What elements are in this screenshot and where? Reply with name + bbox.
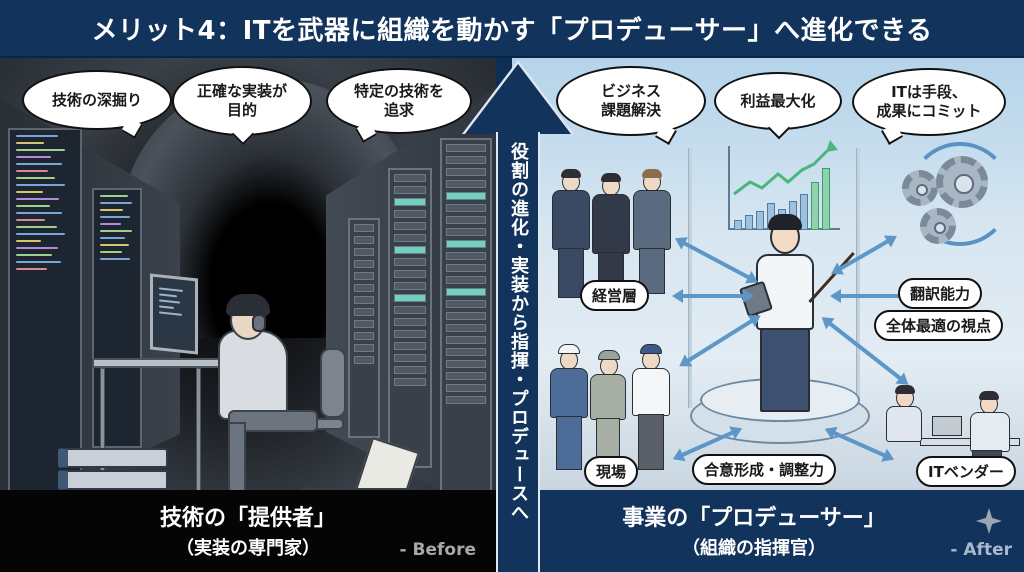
before-role-title: 技術の「提供者」 [159,506,336,531]
desk [92,358,232,368]
gear-icon [920,208,956,244]
speech-bubble: 特定の技術を 追求 [326,68,472,134]
page-title: メリット4：ITを武器に組織を動かす「プロデューサー」へ進化できる [0,0,1024,58]
server-rack [348,218,380,438]
bubble-text: ITは手段、 成果にコミット [876,83,982,120]
after-illustration: 経営層 翻訳能力 全体最適の視点 現場 合意形成・調整力 ITベンダー ビジネス… [540,58,1024,490]
headphones-icon [252,314,266,332]
label-translation: 翻訳能力 [898,278,983,309]
engineer-legs [228,410,318,432]
label-executives: 経営層 [580,280,650,311]
engineer-hair [226,294,270,316]
label-consensus: 合意形成・調整力 [692,454,837,485]
after-role-title: 事業の「プロデューサー」 [622,506,886,531]
bubble-text: ビジネス 課題解決 [600,82,661,119]
after-role-subtitle: （組織の指揮官） [682,538,826,559]
speech-bubble: 利益最大化 [714,72,842,130]
speech-bubble: 技術の深掘り [22,70,172,130]
trend-arrow-icon [733,140,838,196]
bubble-text: 特定の技術を 追求 [353,82,444,119]
after-tag: - After [950,540,1012,560]
label-field: 現場 [584,456,639,487]
engineer [218,330,288,420]
connection-arrow-icon [684,317,755,364]
before-tag: - Before [399,540,476,560]
window-frame [688,148,692,408]
gear-icon [902,170,938,206]
monitor [150,273,198,355]
server-rack [388,168,432,468]
bubble-text: 利益最大化 [740,91,816,110]
gear-icon [936,156,988,208]
evolution-arrow-shaft [496,132,540,572]
connection-arrow-icon [831,430,888,459]
before-caption: 技術の「提供者」 （実装の専門家） - Before [0,490,496,572]
chair [320,348,346,418]
connection-arrow-icon [830,289,912,303]
speech-bubble: 正確な実装が 目的 [172,66,312,136]
connection-arrow-icon [672,289,754,303]
bubble-text: 技術の深掘り [51,90,142,109]
evolution-label: 役割の進化・実装から指揮・プロデュースへ [508,142,529,522]
connection-arrow-icon [837,238,891,272]
speech-bubble: ビジネス 課題解決 [556,66,706,136]
bubble-text: 正確な実装が 目的 [196,82,287,119]
cycle-arrow-icon [908,142,1012,246]
label-vendor: ITベンダー [916,456,1016,487]
laptop-icon [932,416,962,436]
before-role-subtitle: （実装の専門家） [176,538,320,559]
producer-hair [768,214,802,230]
label-holistic: 全体最適の視点 [874,310,1004,341]
after-caption: 事業の「プロデューサー」 （組織の指揮官） - After [540,490,1024,572]
window-frame [856,148,860,408]
speech-bubble: ITは手段、 成果にコミット [852,68,1006,136]
producer-legs [760,328,810,412]
server-rack [440,138,492,518]
